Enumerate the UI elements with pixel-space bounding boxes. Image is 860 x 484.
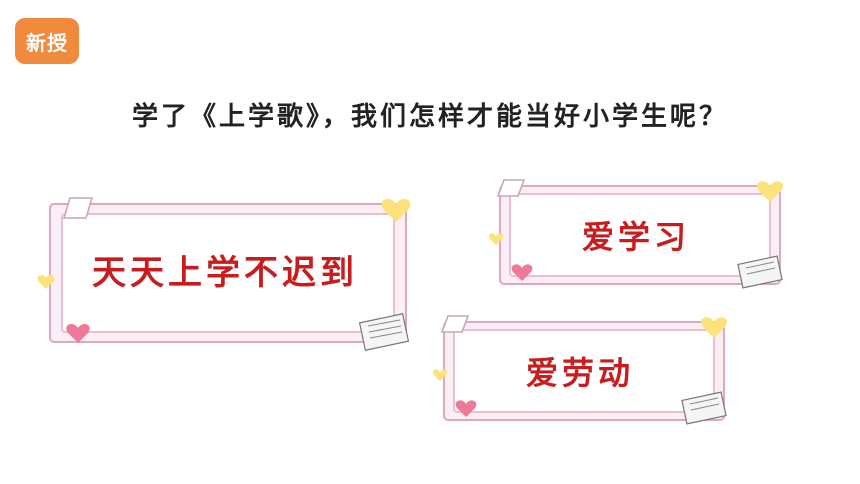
heart-icon [756, 181, 784, 202]
heart-icon [66, 323, 90, 343]
answer-card-1: 天天上学不迟到 [37, 197, 411, 351]
heart-icon [455, 400, 477, 417]
paper-clip-icon [440, 315, 470, 333]
heart-icon [511, 264, 533, 281]
card-frame [488, 179, 784, 289]
question-text: 学了《上学歌》，我们怎样才能当好小学生呢？ [131, 102, 728, 132]
heart-icon [488, 233, 504, 245]
paper-clip-icon [62, 197, 94, 219]
heart-icon [381, 198, 411, 222]
heart-icon [37, 275, 55, 289]
answer-card-3: 爱劳动 [432, 315, 728, 425]
answer-card-2: 爱学习 [488, 179, 784, 289]
heart-icon [432, 369, 448, 381]
card-frame [37, 197, 411, 351]
heart-icon [700, 317, 728, 338]
paper-stack-icon [681, 391, 727, 425]
card-text: 天天上学不迟到 [92, 253, 358, 293]
paper-stack-icon [358, 313, 410, 351]
section-badge: 新授 [15, 18, 79, 64]
paper-clip-icon [496, 179, 526, 197]
paper-stack-icon [737, 255, 783, 289]
card-text: 爱学习 [581, 218, 690, 256]
card-frame [432, 315, 728, 425]
card-text: 爱劳动 [525, 354, 634, 392]
